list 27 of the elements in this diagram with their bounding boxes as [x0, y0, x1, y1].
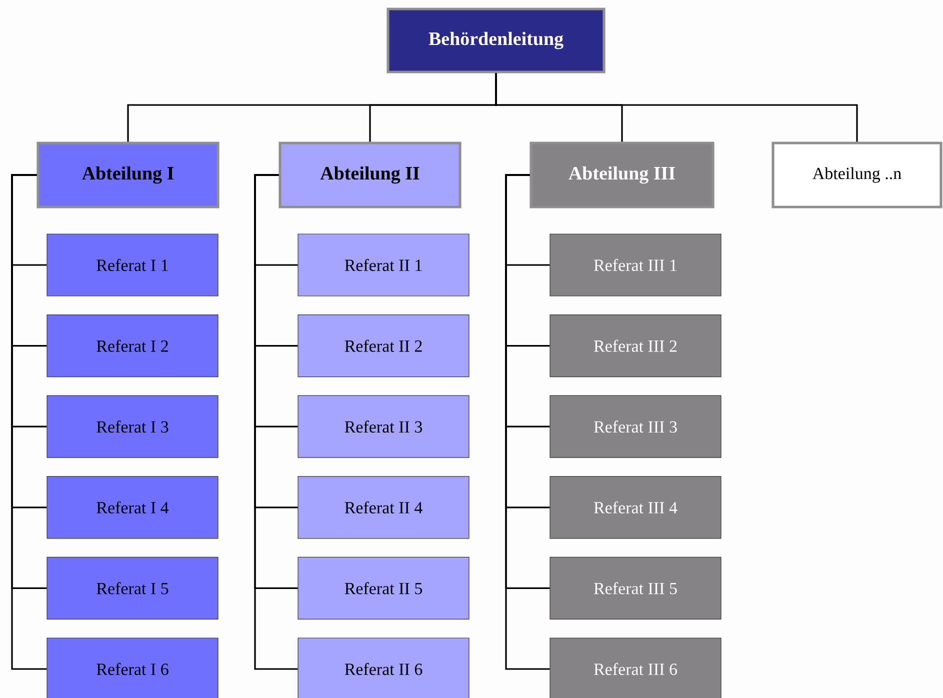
unit-box: Referat II 1 — [298, 234, 470, 296]
unit-box: Referat I 5 — [46, 556, 218, 620]
department-box: Abteilung ..n — [772, 142, 942, 208]
unit-box: Referat III 3 — [550, 395, 722, 458]
connector-line — [254, 174, 298, 670]
unit-box: Referat I 6 — [46, 638, 218, 698]
connector-line — [495, 73, 858, 142]
department-box: Abteilung I — [36, 142, 220, 208]
unit-box: Referat III 1 — [550, 234, 722, 296]
unit-box: Referat III 4 — [550, 476, 722, 539]
department-box: Abteilung III — [530, 142, 714, 208]
unit-box: Referat III 5 — [550, 556, 722, 620]
department-box: Abteilung II — [278, 142, 462, 208]
unit-box: Referat I 2 — [46, 314, 218, 378]
unit-box: Referat I 4 — [46, 476, 218, 539]
unit-box: Referat II 3 — [298, 395, 470, 458]
unit-box: Referat II 2 — [298, 314, 470, 378]
management-box: Behördenleitung — [386, 8, 606, 74]
connector-line — [505, 174, 550, 670]
unit-box: Referat III 6 — [550, 638, 722, 698]
unit-box: Referat II 4 — [298, 476, 470, 539]
unit-box: Referat III 2 — [550, 314, 722, 378]
unit-box: Referat I 3 — [46, 395, 218, 458]
unit-box: Referat II 5 — [298, 556, 470, 620]
unit-box: Referat I 1 — [46, 234, 218, 296]
connector-line — [11, 174, 47, 670]
unit-box: Referat II 6 — [298, 638, 470, 698]
